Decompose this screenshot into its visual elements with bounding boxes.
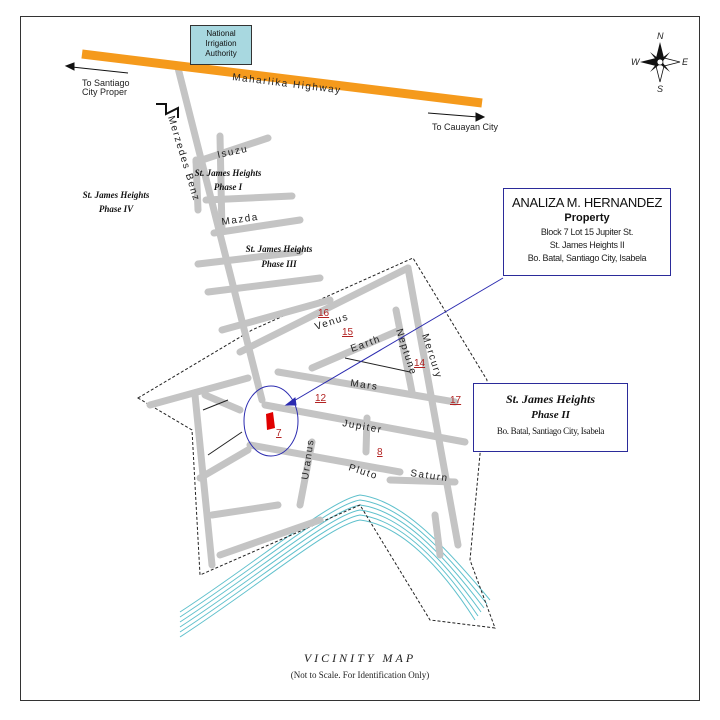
property-label: Property xyxy=(564,212,610,224)
compass-n: N xyxy=(657,31,664,41)
compass-rose-icon: N S E W xyxy=(631,31,689,94)
lot-12: 12 xyxy=(315,393,327,404)
to-cauayan-label: To Cauayan City xyxy=(432,122,499,132)
lot-17: 17 xyxy=(450,395,462,406)
lot-7: 7 xyxy=(276,428,282,439)
phase3-label: St. James Heights xyxy=(246,244,313,254)
maharlika-highway xyxy=(81,49,483,108)
property-line-1: Block 7 Lot 15 Jupiter St. xyxy=(540,227,634,237)
bridge-symbol xyxy=(156,103,179,118)
lot-16: 16 xyxy=(318,308,330,319)
lot-dividers xyxy=(202,357,411,456)
phase4-label-2: Phase IV xyxy=(99,204,134,214)
compass-w: W xyxy=(631,57,641,67)
street-mars: Mars xyxy=(350,378,379,393)
lot-15: 15 xyxy=(342,327,354,338)
nia-line-2: Irrigation xyxy=(205,39,237,48)
street-jupiter: Jupiter xyxy=(341,418,383,436)
compass-s: S xyxy=(657,84,663,94)
map-subtitle: (Not to Scale. For Identification Only) xyxy=(290,670,430,680)
pointer-lines xyxy=(284,277,504,406)
north-road-network xyxy=(174,64,334,404)
phase2-road-network xyxy=(146,264,469,569)
to-santiago-label-2: City Proper xyxy=(82,87,127,97)
subdivision-boundary xyxy=(137,257,496,629)
map-frame xyxy=(20,16,700,701)
nia-line-3: Authority xyxy=(205,49,237,58)
phase1-label-2: Phase I xyxy=(214,182,243,192)
phase2-title: St. James Heights xyxy=(505,392,595,406)
property-marker xyxy=(266,412,275,430)
property-owner: ANALIZA M. HERNANDEZ xyxy=(511,195,663,210)
street-saturn: Saturn xyxy=(410,468,450,484)
phase2-phase: Phase II xyxy=(531,409,570,421)
national-irrigation-authority-landmark: National Irrigation Authority xyxy=(190,25,252,65)
direction-arrows xyxy=(64,62,486,122)
nia-line-1: National xyxy=(206,29,236,38)
phase1-label: St. James Heights xyxy=(195,168,262,178)
property-line-3: Bo. Batal, Santiago City, Isabela xyxy=(527,253,647,263)
map-title: VICINITY MAP xyxy=(303,651,417,665)
property-info-box: ANALIZA M. HERNANDEZ Property Block 7 Lo… xyxy=(503,188,671,276)
property-line-2: St. James Heights II xyxy=(549,240,625,250)
river xyxy=(179,494,491,638)
phase4-label: St. James Heights xyxy=(83,190,150,200)
phase3-label-2: Phase III xyxy=(261,259,297,269)
street-mazda: Mazda xyxy=(221,212,260,228)
property-highlight-circle xyxy=(243,385,299,457)
to-santiago-label: To Santiago xyxy=(82,78,130,88)
lot-8: 8 xyxy=(377,447,383,458)
phase2-info-box: St. James Heights Phase II Bo. Batal, Sa… xyxy=(473,383,628,452)
lot-14: 14 xyxy=(414,358,426,369)
phase2-address: Bo. Batal, Santiago City, Isabela xyxy=(496,426,605,436)
compass-e: E xyxy=(682,57,689,67)
